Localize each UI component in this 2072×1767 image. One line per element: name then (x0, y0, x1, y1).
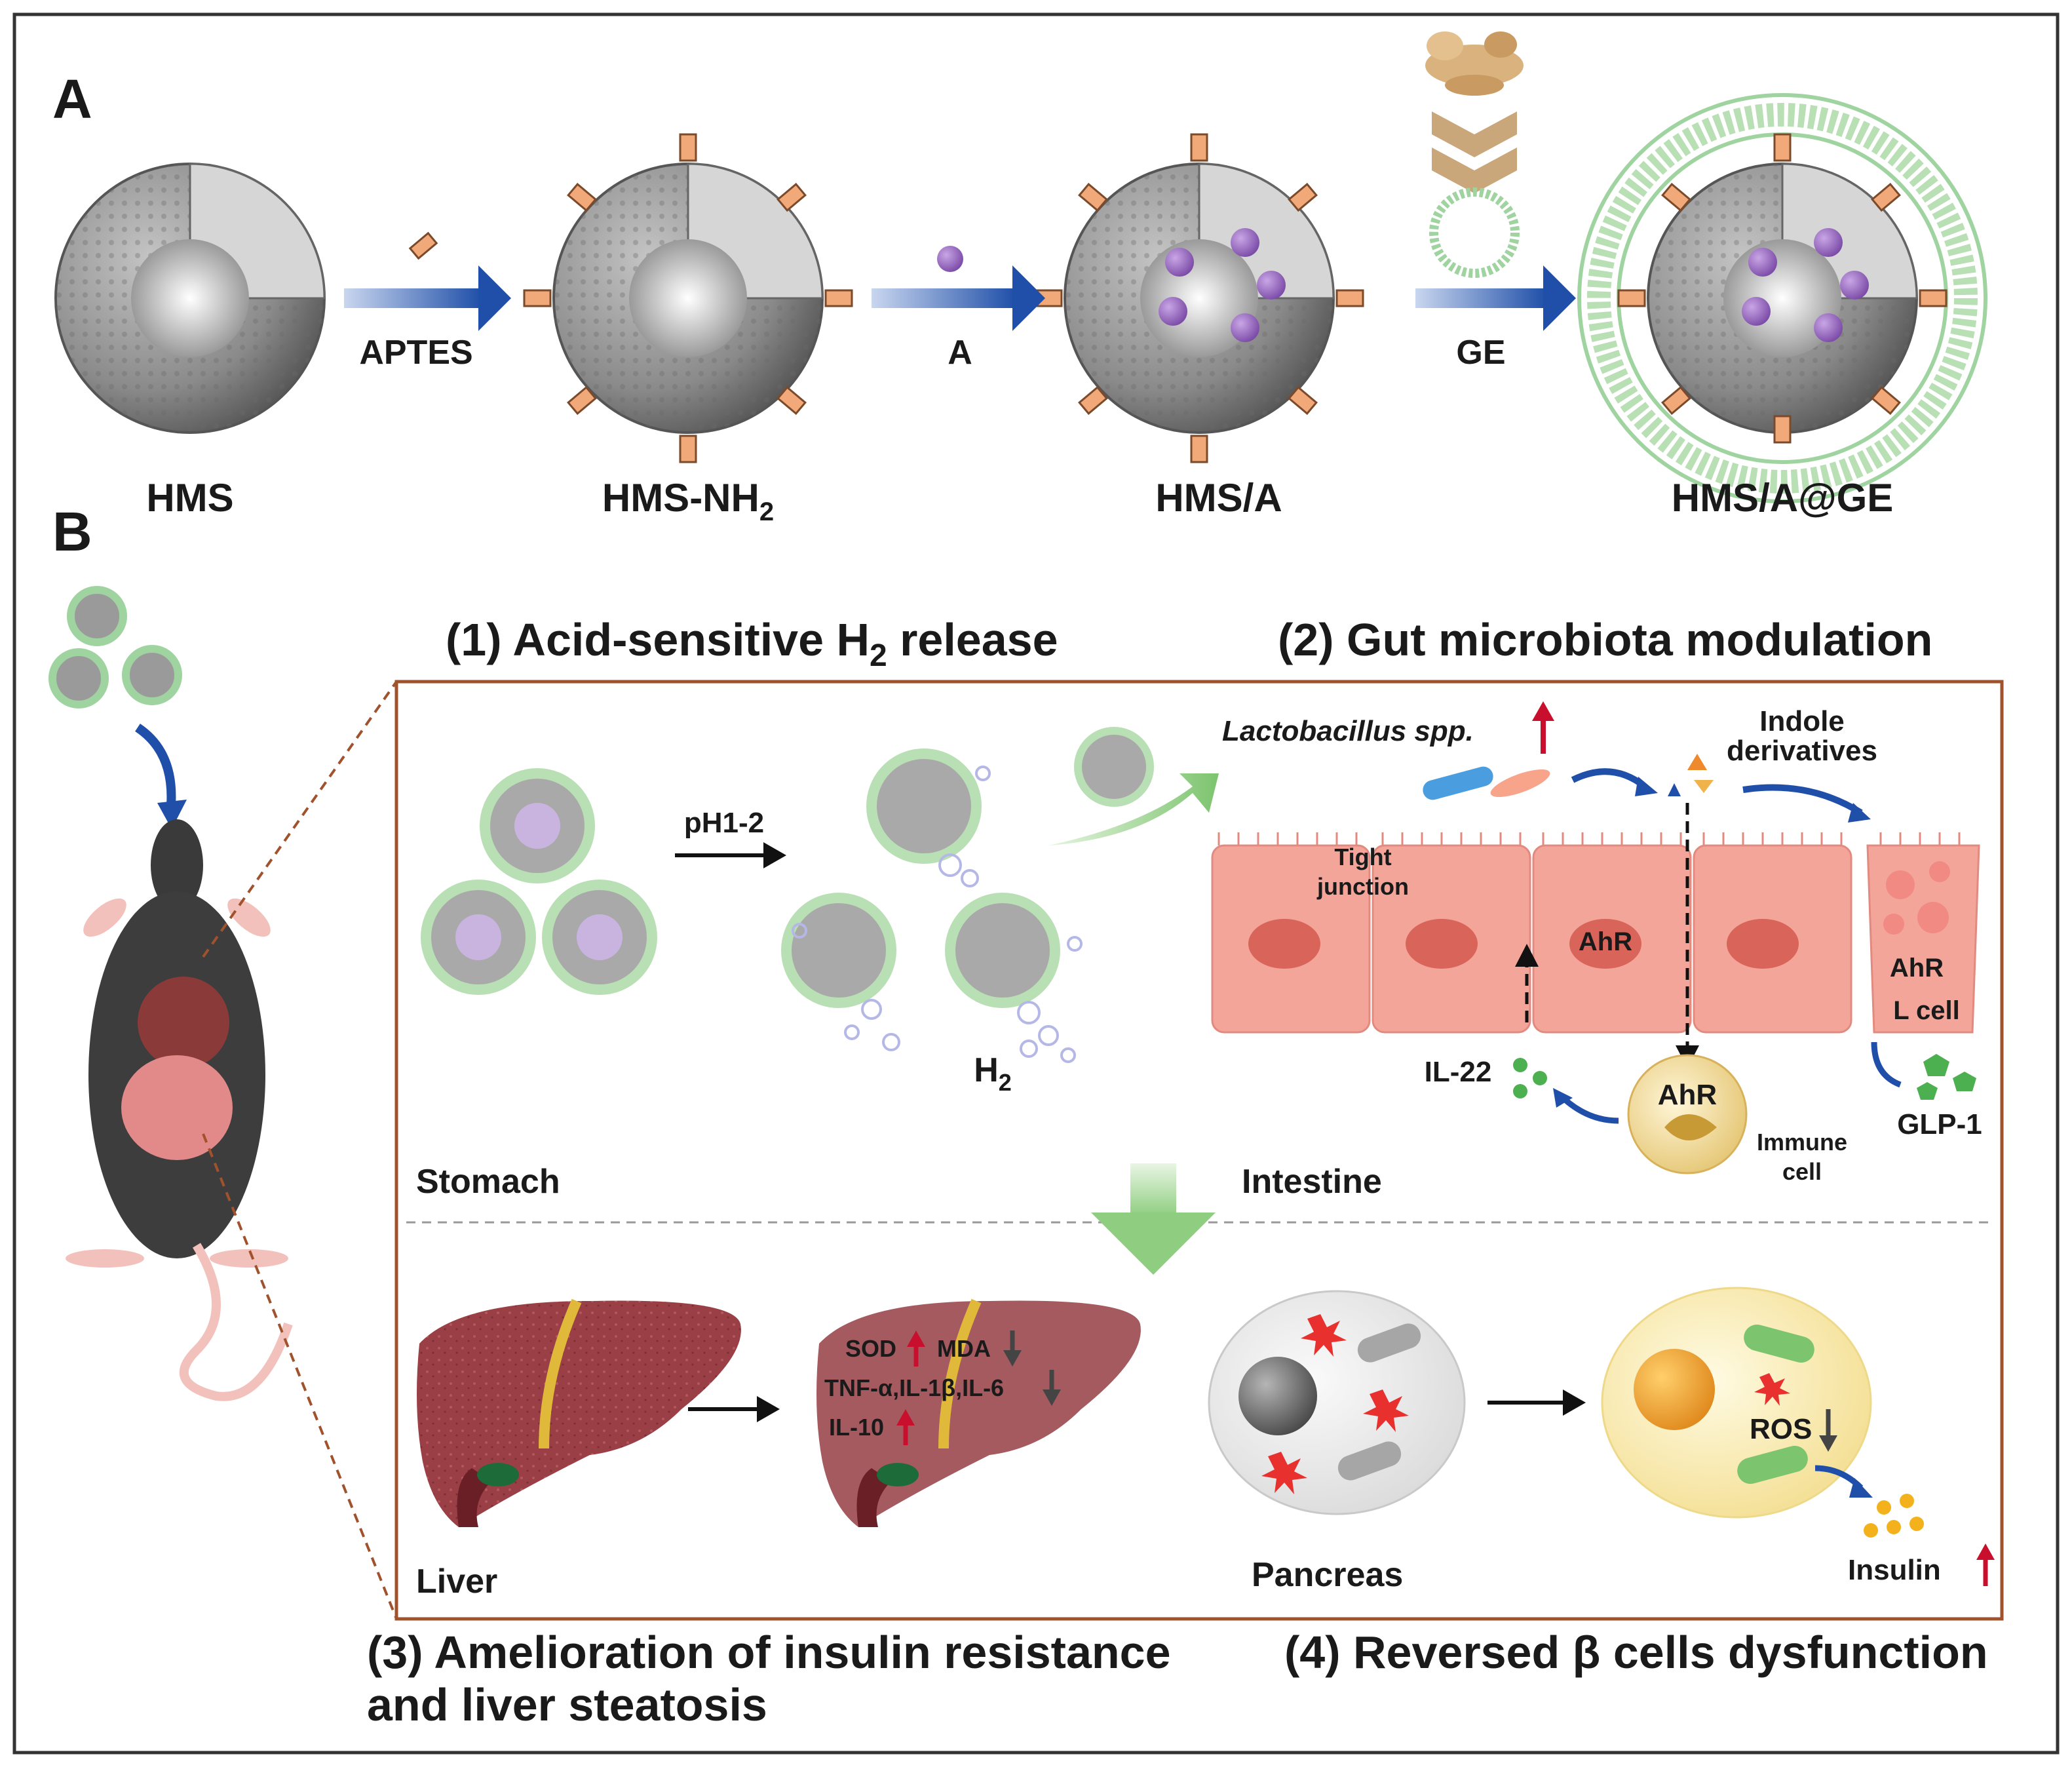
aptes-icon (408, 231, 438, 260)
amine-tab (567, 385, 597, 416)
mouse-illustration (66, 819, 293, 1401)
immune-cell-label-2: cell (1782, 1158, 1822, 1185)
title-beta-cells: (4) Reversed β cells dysfunction (1284, 1627, 1988, 1678)
lcell-label: L cell (1893, 996, 1960, 1025)
arrow-a (872, 246, 1045, 331)
title-gut-microbiota: (2) Gut microbiota modulation (1278, 614, 1932, 665)
il22-icons (1513, 1058, 1547, 1098)
chevron-down-icon (1432, 147, 1517, 193)
mouse-intestine (121, 1055, 233, 1160)
drug-a-molecule (1231, 228, 1259, 257)
il22-label: IL-22 (1425, 1056, 1492, 1088)
drug-a-molecule (1165, 248, 1194, 277)
amine-tab (824, 289, 853, 307)
arrow-aptes (344, 231, 511, 331)
immune-cell (1627, 1054, 1748, 1175)
drug-a-molecule (1231, 313, 1259, 342)
releasing-particles (781, 748, 1083, 1063)
steatotic-liver (417, 1298, 741, 1527)
ginger-icon (1425, 31, 1524, 96)
up-arrow-lactobacillus (1532, 701, 1554, 754)
title-insulin-resistance-2: and liver steatosis (367, 1679, 767, 1730)
chevron-down-icon (1432, 111, 1517, 157)
amine-tab (567, 182, 597, 212)
hms-particle (54, 163, 326, 434)
mechanism-box (394, 680, 2004, 1621)
amine-tab (777, 385, 807, 416)
up-arrow-sod (907, 1330, 925, 1367)
bacteria-icon (1423, 766, 1550, 800)
oral-particles (48, 586, 182, 709)
hms-a-ge-particle (1577, 93, 1987, 503)
arrow-label-a: A (948, 334, 972, 372)
drug-a-molecule (1257, 271, 1286, 300)
ahr-immune-label: AhR (1658, 1079, 1717, 1111)
amine-tab (523, 289, 552, 307)
amine-tab (777, 182, 807, 212)
dosing-arrow (134, 724, 176, 813)
panel-a-label: A (52, 68, 92, 130)
liver-label: Liver (416, 1563, 497, 1601)
recovered-beta-cell (1601, 1287, 1872, 1519)
mouse-liver (138, 977, 229, 1068)
h2-bubbles (792, 766, 1083, 1063)
mda-label: MDA (937, 1335, 991, 1362)
tight-junction-label-2: junction (1316, 873, 1409, 900)
stage-label-hms-nh2: HMS-NH2 (602, 476, 774, 526)
figure-frame (12, 12, 2060, 1755)
glp1-label: GLP-1 (1897, 1108, 1982, 1140)
arrow-label-aptes: APTES (359, 334, 472, 372)
indole-label-1: Indole (1759, 705, 1845, 737)
hms-nh2-particle (523, 133, 853, 463)
insulin-label: Insulin (1848, 1554, 1941, 1586)
tight-junction-label-1: Tight (1334, 844, 1391, 870)
indole-label-2: derivatives (1727, 735, 1877, 767)
stage-label-hms-a: HMS/A (1155, 476, 1282, 520)
glp1-icons (1917, 1054, 1976, 1100)
up-arrow-insulin (1976, 1544, 1995, 1586)
bacteria-label: Lactobacillus spp. (1222, 715, 1474, 747)
inflammation-label: TNF-α,IL-1β,IL-6 (824, 1374, 1004, 1401)
intestine-label: Intestine (1242, 1163, 1382, 1201)
arrow-label-ge: GE (1456, 334, 1505, 372)
drug-a-icon (937, 246, 963, 272)
ahr-lcell-label: AhR (1890, 954, 1944, 982)
insulin-granules (1864, 1494, 1924, 1538)
transit-arrow (1048, 773, 1219, 845)
stomach-label: Stomach (416, 1163, 560, 1201)
drug-a-molecule (1159, 297, 1187, 326)
panel-b-label: B (52, 501, 92, 562)
damaged-beta-cell (1208, 1290, 1466, 1515)
ros-label: ROS (1750, 1413, 1812, 1445)
title-acid-release: (1) Acid-sensitive H2 release (446, 614, 1058, 673)
hms-a-particle (1034, 133, 1364, 463)
down-arrow-mda (1003, 1330, 1022, 1367)
indole-icons (1668, 754, 1714, 796)
immune-cell-label-1: Immune (1757, 1129, 1847, 1155)
sod-label: SOD (845, 1335, 896, 1362)
amine-tab (679, 133, 697, 162)
h2-label: H2 (974, 1051, 1012, 1096)
transit-particle (1074, 727, 1154, 807)
arrow-ge (1415, 31, 1576, 331)
vesicle-icon (1429, 187, 1520, 278)
il10-label: IL-10 (829, 1414, 884, 1441)
recovered-liver (816, 1298, 1141, 1527)
downstream-arrow (1091, 1163, 1216, 1275)
pancreas-label: Pancreas (1252, 1556, 1403, 1594)
stomach-particles (421, 768, 657, 995)
stage-label-hms-a-ge: HMS/A@GE (1672, 476, 1894, 520)
down-arrow-ros (1819, 1409, 1837, 1452)
ph-condition: pH1-2 (684, 807, 764, 839)
amine-tab (679, 435, 697, 463)
title-insulin-resistance-1: (3) Amelioration of insulin resistance (367, 1627, 1171, 1678)
epithelium (1211, 832, 1980, 1034)
up-arrow-il10 (896, 1409, 915, 1445)
stage-label-hms: HMS (146, 476, 233, 520)
ahr-epithelial-label: AhR (1579, 927, 1632, 956)
down-arrow-inflammation (1043, 1370, 1061, 1406)
